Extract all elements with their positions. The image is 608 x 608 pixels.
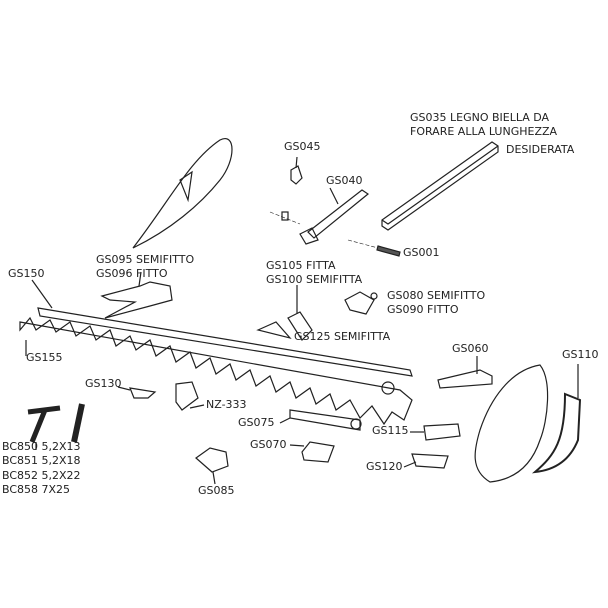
pitman-gs040	[307, 189, 370, 239]
label-gs090: GS090 FITTO	[387, 303, 459, 316]
plate-gs105	[287, 311, 313, 341]
runner-gs110	[531, 392, 582, 474]
rivet-bc851	[71, 403, 85, 443]
bolt-gs001	[376, 245, 401, 257]
label-gs035-line2: FORARE ALLA LUNGHEZZA	[410, 125, 558, 138]
label-gs110: GS110	[562, 348, 599, 361]
plate-gs125	[256, 321, 292, 340]
label-gs070: GS070	[250, 438, 287, 451]
label-gs155: GS155	[26, 351, 63, 364]
label-bc850: BC850 5,2X13	[2, 440, 81, 453]
knife-section-gs155	[19, 316, 413, 426]
label-gs035: GS035 LEGNO BIELLA DA	[410, 111, 550, 124]
label-gs040: GS040	[326, 174, 363, 187]
label-gs130: GS130	[85, 377, 122, 390]
label-bc852: BC852 5,2X22	[2, 469, 81, 482]
plate-gs070	[301, 441, 335, 463]
field-shoe	[474, 364, 549, 483]
label-gs095: GS095 SEMIFITTO	[96, 253, 195, 266]
clip-gs080	[344, 291, 375, 315]
guard-gs095	[100, 281, 173, 319]
label-gs096: GS096 FITTO	[96, 267, 168, 280]
label-gs075: GS075	[238, 416, 275, 429]
plate-gs120	[411, 453, 449, 469]
label-gs115: GS115	[372, 424, 409, 437]
label-nz333: NZ-333	[206, 398, 247, 411]
plate-gs130	[129, 387, 157, 399]
wood-conrod-gs035	[381, 141, 499, 231]
divider-point	[132, 138, 233, 249]
label-gs150: GS150	[8, 267, 45, 280]
bar-gs075	[289, 409, 361, 431]
label-gs085: GS085	[198, 484, 235, 497]
label-bc858: BC858 7X25	[2, 483, 71, 496]
label-gs120: GS120	[366, 460, 403, 473]
label-gs100: GS100 SEMIFITTA	[266, 273, 363, 286]
label-gs045: GS045	[284, 140, 321, 153]
label-gs060: GS060	[452, 342, 489, 355]
label-bc851: BC851 5,2X18	[2, 454, 81, 467]
holder-gs060	[437, 369, 493, 389]
clip-gs085	[195, 447, 229, 473]
plate-nz333	[175, 381, 199, 411]
label-gs080: GS080 SEMIFITTO	[387, 289, 486, 302]
plate-gs115	[423, 423, 461, 441]
label-gs125: GS125 SEMIFITTA	[294, 330, 391, 343]
part-gs045	[290, 165, 303, 185]
rivet-bc850	[27, 405, 61, 443]
knife-back-gs150	[37, 307, 413, 377]
label-gs035-line3: DESIDERATA	[506, 143, 575, 156]
label-gs001: GS001	[403, 246, 440, 259]
label-gs105: GS105 FITTA	[266, 259, 336, 272]
